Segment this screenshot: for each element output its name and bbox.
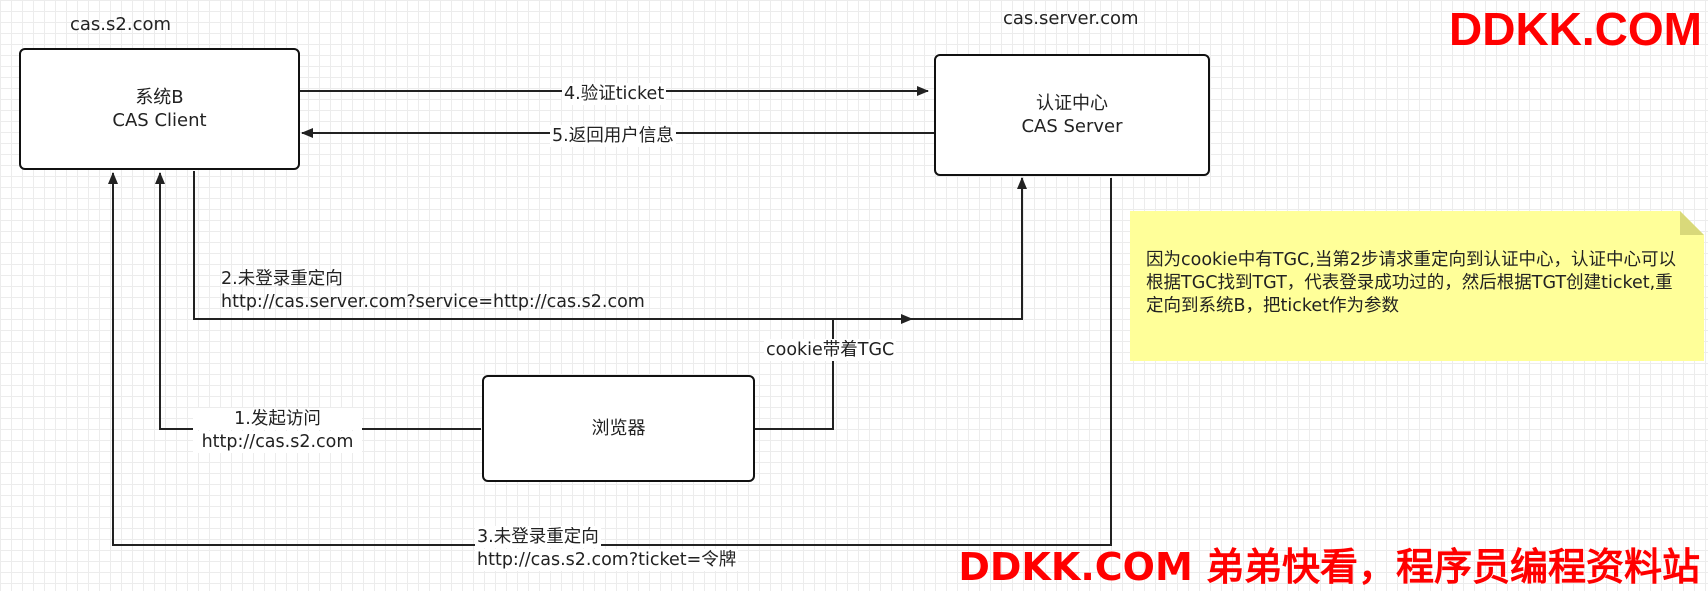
cookie-label: cookie带着TGC bbox=[764, 339, 897, 361]
step2-label-title: 2.未登录重定向 bbox=[221, 269, 343, 289]
sticky-note-text: 因为cookie中有TGC,当第2步请求重定向到认证中心，认证中心可以根据TGC… bbox=[1146, 250, 1676, 316]
edge-redirect-with-ticket bbox=[108, 172, 1112, 546]
watermark-bottom: DDKK.COM 弟弟快看，程序员编程资料站 bbox=[958, 545, 1700, 589]
edge-initiate-access bbox=[155, 172, 481, 430]
sticky-note: 因为cookie中有TGC,当第2步请求重定向到认证中心，认证中心可以根据TGC… bbox=[1130, 211, 1704, 361]
edge-cookie-tgc bbox=[755, 319, 834, 430]
step3-label-url: http://cas.s2.com?ticket=令牌 bbox=[475, 549, 739, 571]
step3-label-title: 3.未登录重定向 bbox=[475, 526, 601, 548]
step1-label-url: http://cas.s2.com bbox=[193, 431, 362, 453]
step5-label: 5.返回用户信息 bbox=[550, 125, 676, 147]
step4-label: 4.验证ticket bbox=[562, 83, 667, 105]
cas-server-subtitle: CAS Server bbox=[1021, 116, 1123, 137]
cas-client-node: 系统B CAS Client bbox=[19, 48, 300, 170]
step2-label-url: http://cas.server.com?service=http://cas… bbox=[221, 292, 645, 312]
cas-server-title: 认证中心 bbox=[1036, 93, 1108, 114]
cas-server-node: 认证中心 CAS Server bbox=[934, 54, 1210, 176]
cas-client-title: 系统B bbox=[135, 87, 184, 108]
watermark-top: DDKK.COM bbox=[1449, 3, 1702, 55]
browser-title: 浏览器 bbox=[591, 418, 646, 439]
client-host-label: cas.s2.com bbox=[70, 14, 172, 35]
cas-client-subtitle: CAS Client bbox=[112, 110, 207, 131]
browser-node: 浏览器 bbox=[482, 375, 755, 482]
edge-redirect-to-server bbox=[193, 171, 1027, 320]
server-host-label: cas.server.com bbox=[1003, 8, 1139, 29]
step1-label-title: 1.发起访问 bbox=[193, 408, 362, 430]
